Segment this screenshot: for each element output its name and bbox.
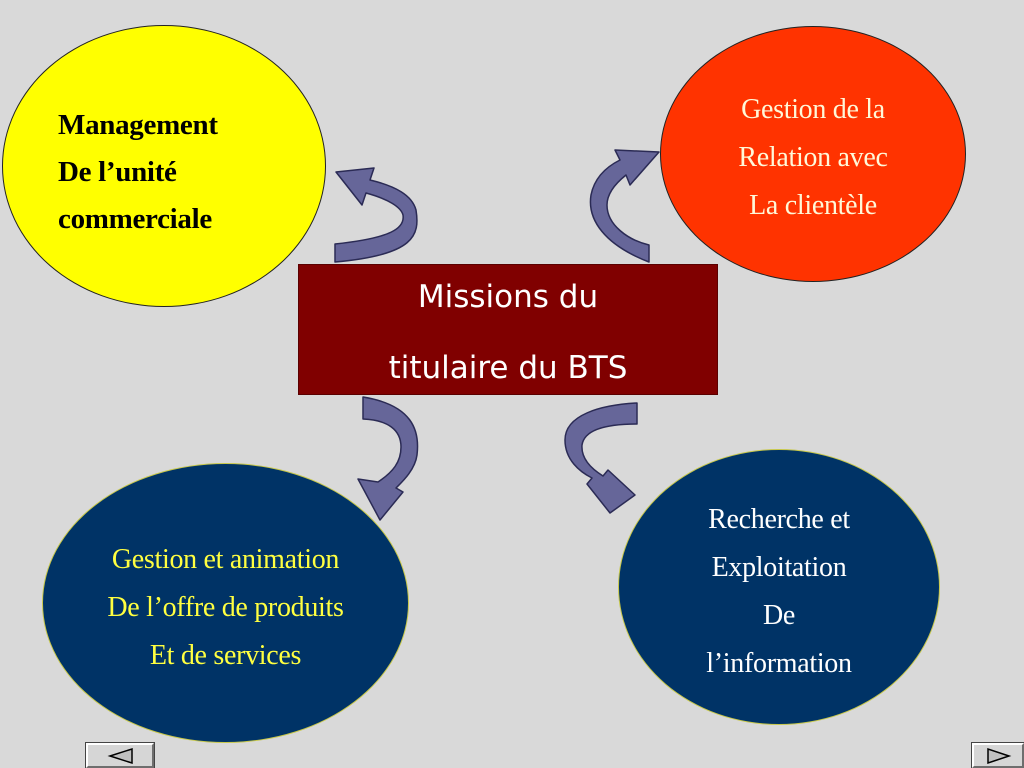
arrow-to-management (334, 167, 418, 263)
center-title-box: Missions du titulaire du BTS (298, 264, 718, 395)
info-line-1: Recherche et (708, 504, 850, 535)
ellipse-relation-client (660, 26, 966, 282)
next-slide-button[interactable] (971, 742, 1024, 768)
offre-line-3: Et de services (149, 640, 302, 671)
center-title-line-1: Missions du (417, 279, 599, 315)
management-line-2: De l’unité (58, 156, 177, 188)
ellipse-management (2, 25, 326, 307)
info-line-4: l’information (706, 648, 852, 679)
info-line-3: De (762, 600, 796, 631)
offre-line-1: Gestion et animation (111, 544, 340, 575)
arrow-to-offre (357, 396, 419, 521)
ellipse-information (618, 449, 940, 725)
offre-line-2: De l’offre de produits (107, 592, 344, 623)
text-information: Recherche et Exploitation De l’informati… (620, 496, 938, 688)
arrow-to-relation (589, 149, 660, 263)
relation-line-3: La clientèle (749, 190, 877, 221)
text-relation-client: Gestion de la Relation avec La clientèle (660, 86, 966, 230)
triangle-right-icon (987, 747, 1012, 764)
triangle-left-icon (107, 747, 133, 764)
management-line-3: commerciale (58, 203, 212, 235)
center-title-line-2: titulaire du BTS (388, 350, 628, 386)
text-management: Management De l’unité commerciale (58, 102, 218, 243)
management-line-1: Management (58, 109, 218, 141)
text-offre-produits: Gestion et animation De l’offre de produ… (42, 536, 409, 680)
info-line-2: Exploitation (711, 552, 847, 583)
ellipse-offre-produits (42, 463, 409, 743)
previous-slide-button[interactable] (85, 742, 155, 768)
relation-line-1: Gestion de la (741, 94, 885, 125)
relation-line-2: Relation avec (738, 142, 888, 173)
